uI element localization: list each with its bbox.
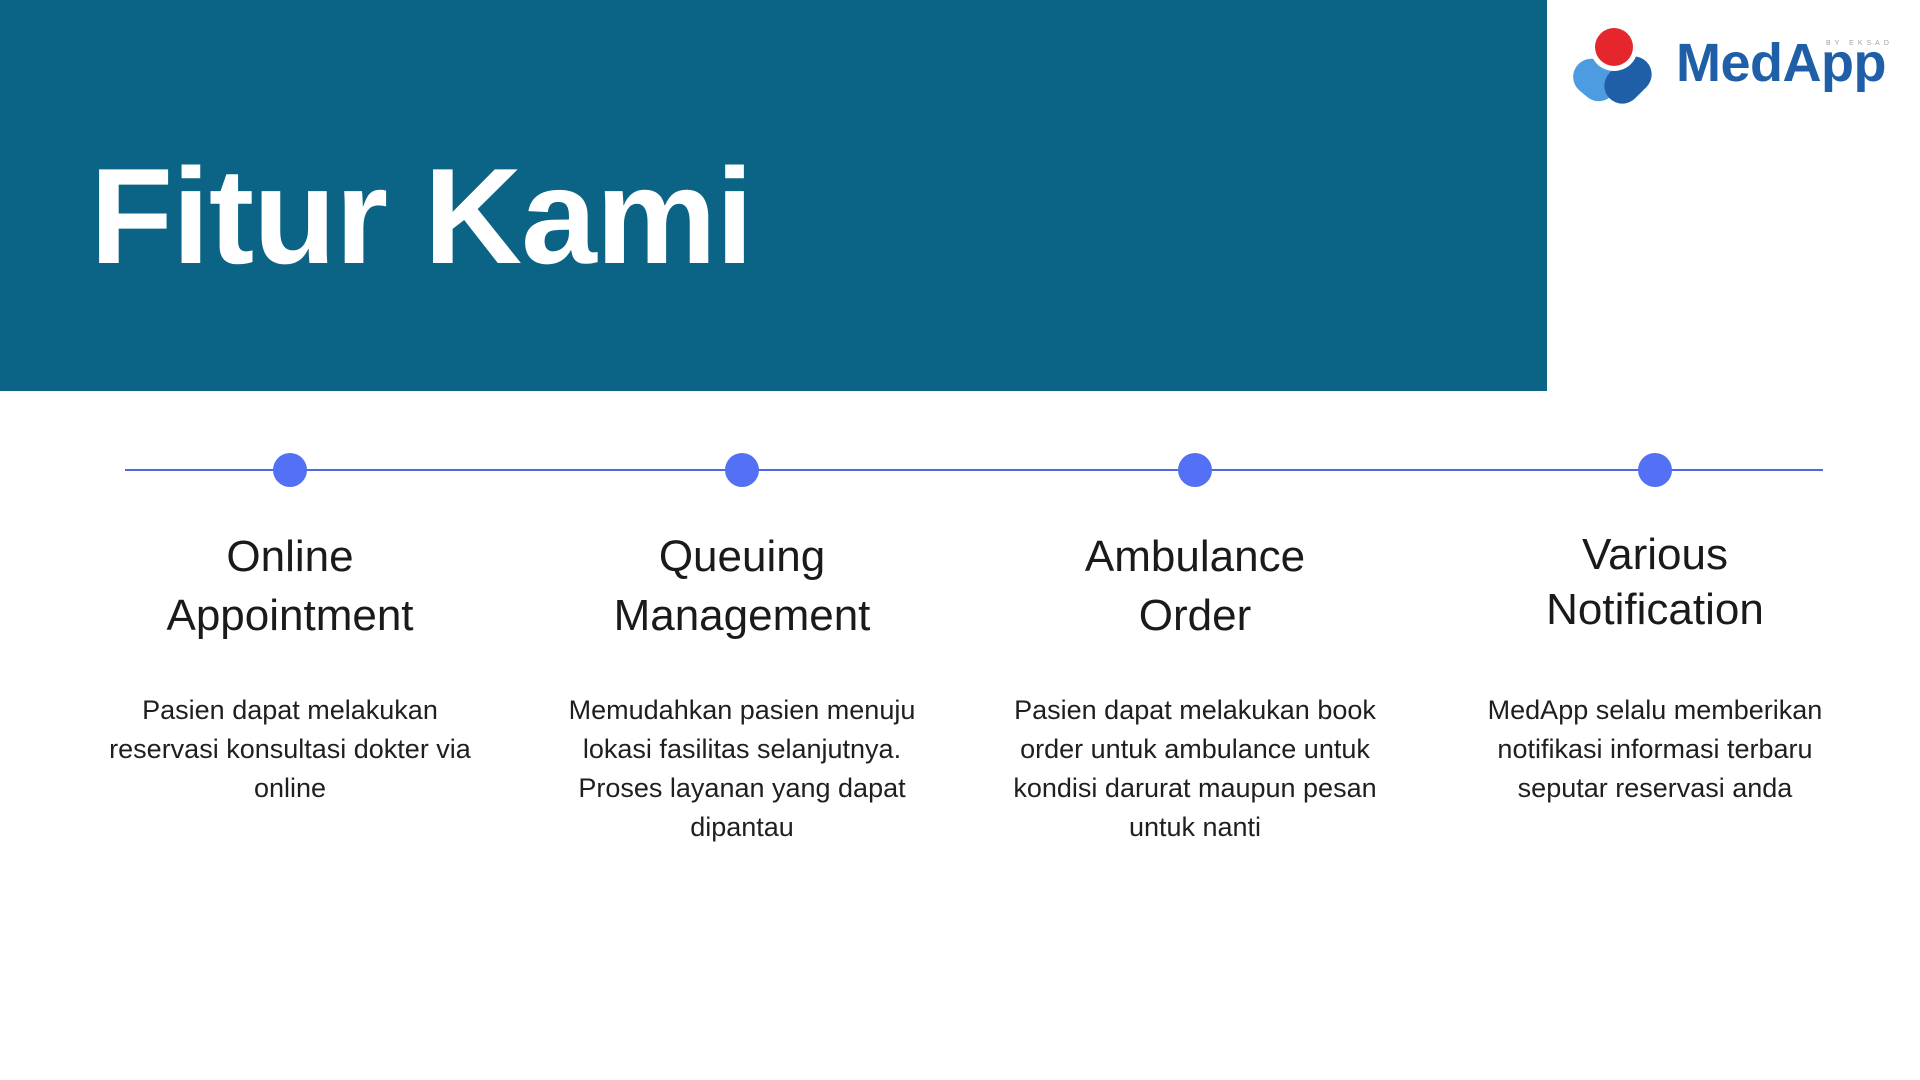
header-band: Fitur Kami: [0, 0, 1547, 391]
medapp-logo: MedApp BY EKSAD: [1570, 22, 1900, 122]
feature-description: Pasien dapat melakukan book order untuk …: [1013, 695, 1377, 842]
feature-title-line: Online: [226, 532, 354, 581]
feature-title-line: Order: [1138, 591, 1252, 640]
feature-online-appointment: Online Appointment Pasien dapat melakuka…: [90, 527, 490, 803]
feature-title-line: Notification: [1546, 585, 1764, 634]
logo-wordmark: MedApp: [1676, 33, 1886, 93]
feature-queuing-management: Queuing Management Memudahkan pasien men…: [542, 527, 942, 842]
feature-description: Memudahkan pasien menuju lokasi fasilita…: [568, 695, 916, 842]
logo-byline: BY EKSAD: [1826, 40, 1893, 47]
feature-description: Pasien dapat melakukan reservasi konsult…: [109, 695, 471, 803]
medapp-logo-mark-icon: [1573, 23, 1652, 104]
feature-title: Queuing Management: [542, 527, 942, 645]
feature-title-line: Ambulance: [1084, 532, 1306, 581]
feature-title-line: Appointment: [166, 591, 414, 640]
feature-ambulance-order: Ambulance Order Pasien dapat melakukan b…: [995, 527, 1395, 842]
page-title: Fitur Kami: [90, 140, 753, 292]
feature-title-line: Management: [613, 591, 871, 640]
feature-title-line: Queuing: [658, 532, 826, 581]
feature-title: Various Notification: [1455, 527, 1855, 637]
timeline-dot-online-appointment: [273, 453, 307, 487]
feature-title-line: Various: [1582, 530, 1728, 579]
feature-title: Ambulance Order: [995, 527, 1395, 645]
feature-description: MedApp selalu memberikan notifikasi info…: [1487, 695, 1823, 803]
feature-title: Online Appointment: [90, 527, 490, 645]
timeline-dot-various-notification: [1638, 453, 1672, 487]
timeline-line: [125, 469, 1823, 471]
timeline-dot-ambulance-order: [1178, 453, 1212, 487]
feature-various-notification: Various Notification MedApp selalu membe…: [1455, 527, 1855, 803]
timeline-dot-queuing-management: [725, 453, 759, 487]
